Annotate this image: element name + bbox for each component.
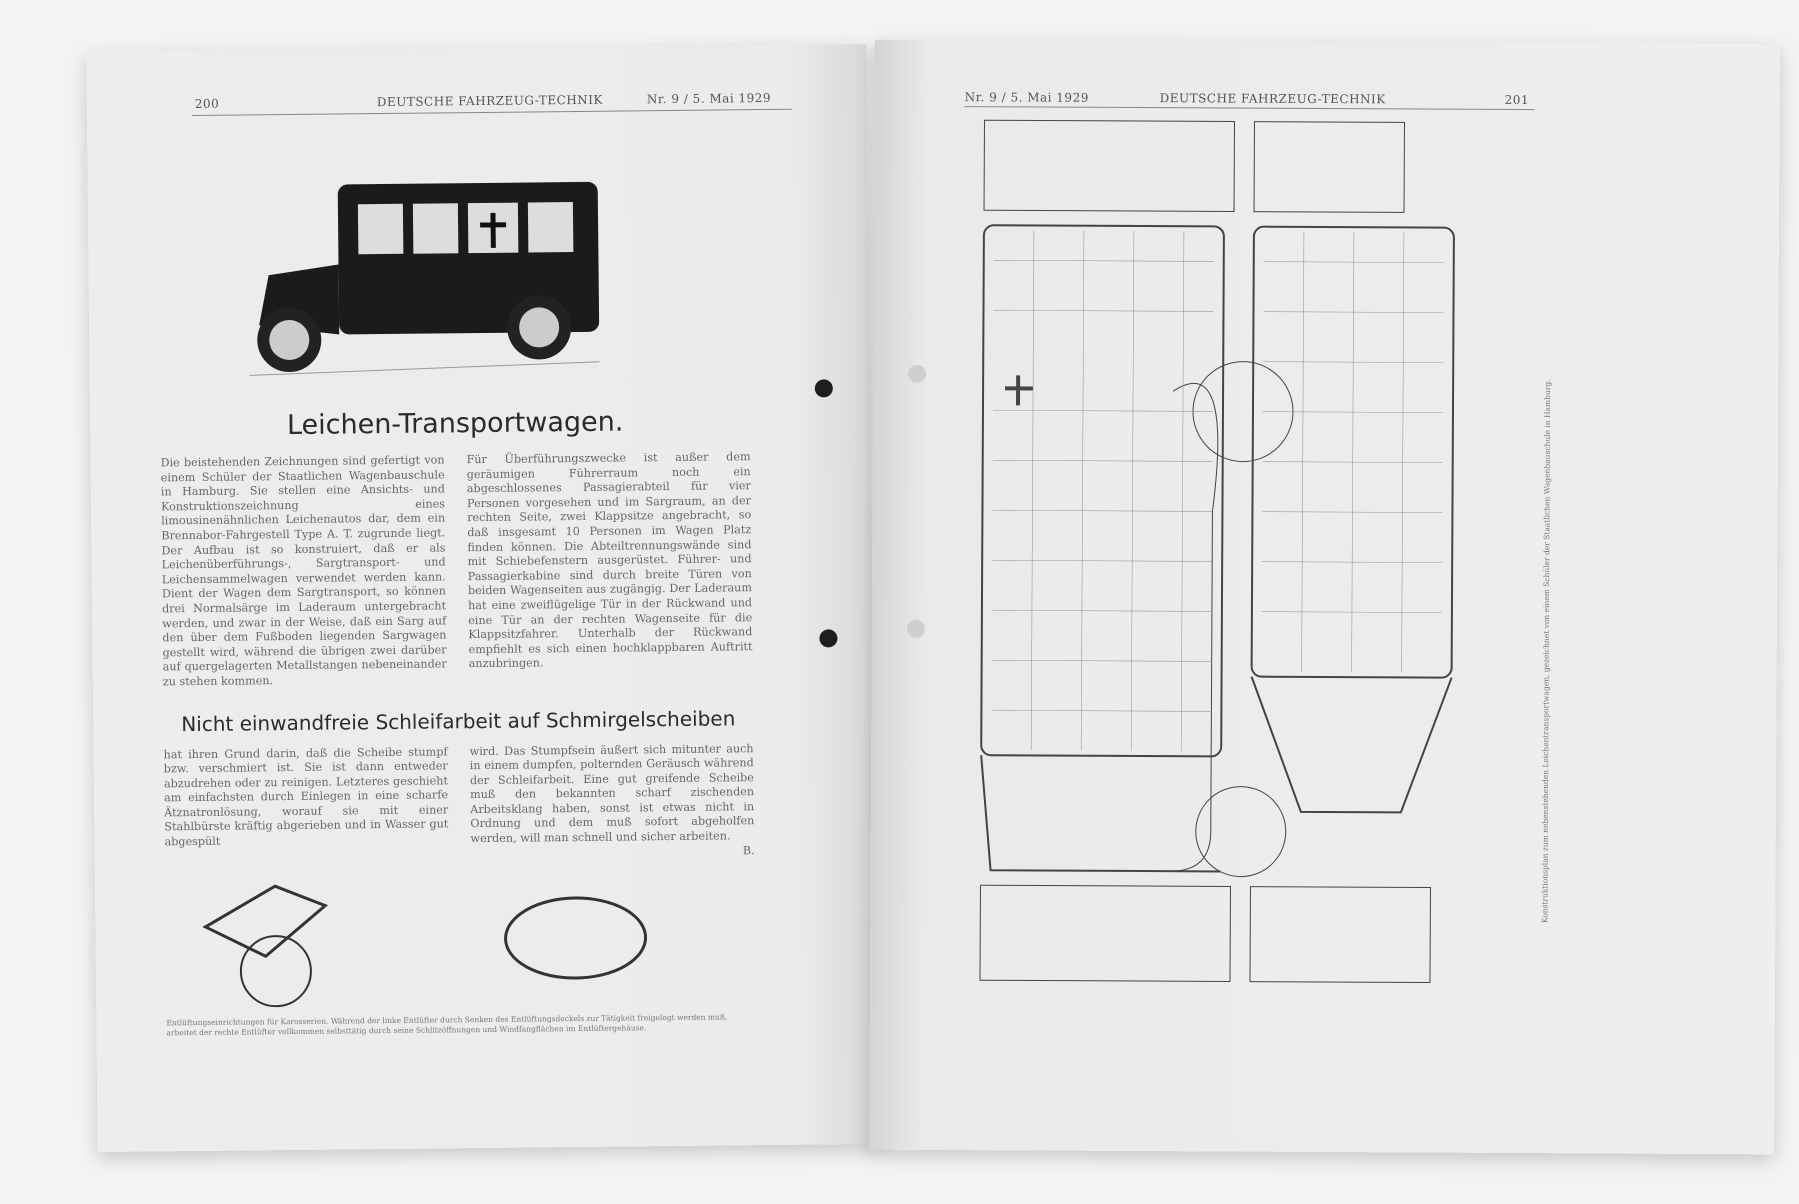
side-caption: Konstruktionsplan zum nebenstehenden Lei… bbox=[1540, 379, 1553, 924]
issue-date: Nr. 9 / 5. Mai 1929 bbox=[646, 90, 772, 107]
right-page: Nr. 9 / 5. Mai 1929 DEUTSCHE FAHRZEUG-TE… bbox=[869, 39, 1780, 1155]
hearse-illustration bbox=[249, 181, 600, 376]
article-column-2-wrap: wird. Das Stumpfsein äußert sich mitunte… bbox=[470, 742, 755, 862]
article-columns: Die beistehenden Zeichnungen sind gefert… bbox=[160, 450, 752, 690]
article-column-2: wird. Das Stumpfsein äußert sich mitunte… bbox=[469, 741, 755, 846]
article-columns: hat ihren Grund darin, daß die Scheibe s… bbox=[164, 742, 755, 865]
journal-title: DEUTSCHE FAHRZEUG-TECHNIK bbox=[1159, 91, 1386, 107]
figure-caption: Entlüftungseinrichtungen für Karosserien… bbox=[166, 1012, 728, 1038]
article-column-1: hat ihren Grund darin, daß die Scheibe s… bbox=[163, 744, 449, 849]
article-column-1: Die beistehenden Zeichnungen sind gefert… bbox=[160, 453, 447, 689]
punch-hole bbox=[906, 619, 925, 638]
journal-title: DEUTSCHE FAHRZEUG-TECHNIK bbox=[376, 92, 604, 110]
article-flow: Leichen-Transportwagen. Die beistehenden… bbox=[160, 405, 757, 1038]
article-column-2: Für Überführungszwecke ist außer dem ger… bbox=[466, 450, 753, 671]
construction-drawing bbox=[979, 119, 1455, 984]
ventilator-illustrations bbox=[202, 884, 648, 1008]
page-number: 201 bbox=[1504, 92, 1530, 108]
punch-hole bbox=[814, 379, 833, 398]
page-number: 200 bbox=[194, 96, 220, 111]
punch-hole bbox=[819, 629, 838, 648]
header-rule bbox=[191, 108, 792, 117]
author-signature: B. bbox=[742, 843, 755, 857]
article-title: Leichen-Transportwagen. bbox=[286, 406, 624, 442]
article-title: Nicht einwandfreie Schleifarbeit auf Sch… bbox=[181, 705, 736, 736]
issue-date: Nr. 9 / 5. Mai 1929 bbox=[964, 90, 1089, 105]
punch-hole bbox=[908, 364, 927, 383]
header-rule bbox=[964, 106, 1535, 111]
left-page: 200 DEUTSCHE FAHRZEUG-TECHNIK Nr. 9 / 5.… bbox=[86, 43, 878, 1153]
